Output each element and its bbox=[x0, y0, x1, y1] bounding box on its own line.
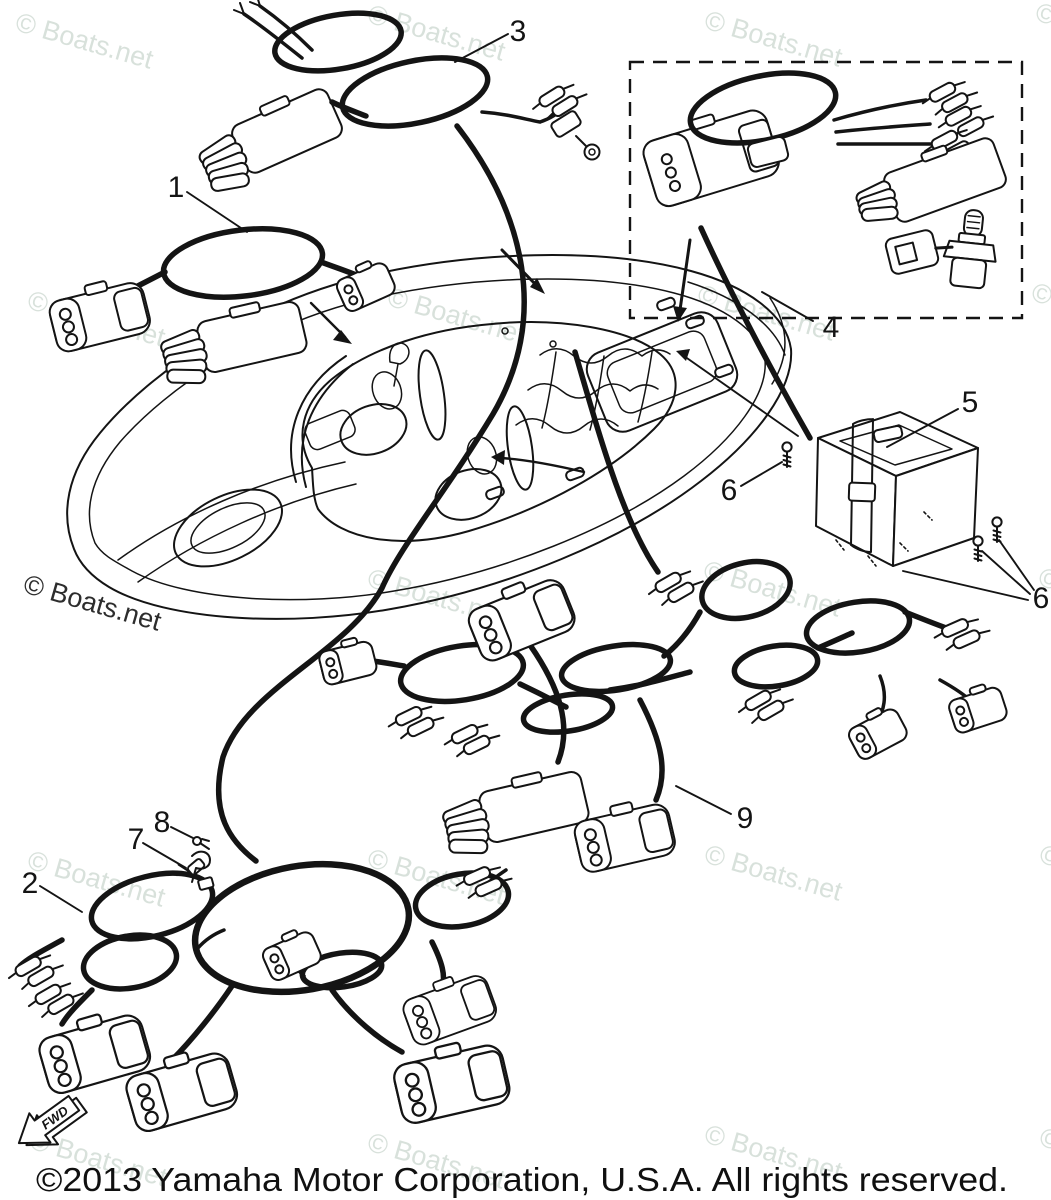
callout-5: 5 bbox=[962, 386, 979, 419]
screw bbox=[781, 441, 793, 468]
battery bbox=[676, 349, 1035, 601]
watermark-text: © Boats.net bbox=[694, 279, 839, 347]
callout-9: 9 bbox=[737, 802, 754, 835]
watermark-text: © Boats.net bbox=[12, 7, 157, 75]
screw bbox=[991, 516, 1003, 543]
watermark-text: © Boats.net bbox=[1032, 0, 1051, 65]
callout-6-left: 6 bbox=[721, 474, 738, 507]
harness-1 bbox=[44, 226, 399, 393]
sensor-switch bbox=[942, 209, 997, 290]
seat bbox=[434, 436, 503, 521]
harness-3 bbox=[187, 0, 601, 864]
battery-lead-wire bbox=[698, 225, 813, 441]
small-screw bbox=[192, 836, 210, 850]
callout-4: 4 bbox=[823, 311, 840, 344]
harness-2 bbox=[4, 826, 515, 1136]
watermark-text: © Boats.net bbox=[1036, 1122, 1051, 1190]
callout-6-right: 6 bbox=[1033, 582, 1050, 615]
clamp bbox=[191, 850, 215, 891]
cockpit-lead-wire bbox=[572, 349, 661, 575]
screw bbox=[972, 535, 984, 562]
callout-7: 7 bbox=[128, 823, 145, 856]
sensor-clip bbox=[884, 229, 954, 275]
four-pin-connector bbox=[855, 137, 1007, 223]
harness-lead-wire bbox=[215, 123, 527, 864]
callouts: 1 2 3 4 5 6 6 7 8 9 bbox=[22, 15, 1050, 900]
callout-3: 3 bbox=[510, 15, 527, 48]
callout-8: 8 bbox=[154, 806, 171, 839]
copyright-text: ©2013 Yamaha Motor Corporation, U.S.A. A… bbox=[36, 1161, 1008, 1198]
watermark-text: © Boats.net bbox=[1028, 277, 1051, 345]
callout-1: 1 bbox=[168, 171, 185, 204]
callout-2: 2 bbox=[22, 867, 39, 900]
watermark-text: © Boats.net bbox=[1036, 839, 1051, 907]
parts-box-4 bbox=[628, 60, 1024, 441]
seat bbox=[339, 371, 408, 456]
leader-arrows bbox=[500, 238, 692, 322]
harness-9 bbox=[315, 349, 1010, 876]
bow-pad bbox=[173, 488, 283, 568]
watermark-text: © Boats.net bbox=[701, 839, 846, 907]
